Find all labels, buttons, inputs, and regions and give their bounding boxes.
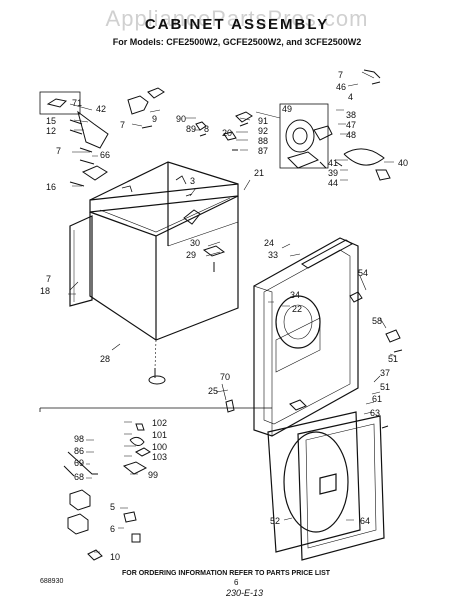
cabinet-box <box>89 161 239 341</box>
page-number: 6 <box>234 578 239 587</box>
label-51b: 51 <box>380 382 390 392</box>
label-10: 10 <box>110 552 120 562</box>
label-8: 8 <box>204 124 209 134</box>
label-33: 33 <box>268 250 278 260</box>
inset-border <box>39 407 272 412</box>
label-64: 64 <box>360 516 370 526</box>
footer-note: FOR ORDERING INFORMATION REFER TO PARTS … <box>122 570 331 577</box>
label-61: 61 <box>372 394 382 404</box>
label-49: 49 <box>282 104 292 114</box>
label-7c: 7 <box>338 70 343 80</box>
label-41: 41 <box>328 158 338 168</box>
hinge-parts <box>289 399 389 429</box>
diagram-title: CABINET ASSEMBLY <box>144 16 330 33</box>
label-46: 46 <box>336 82 346 92</box>
label-39: 39 <box>328 168 338 178</box>
label-52: 52 <box>270 516 280 526</box>
label-42: 42 <box>96 104 106 114</box>
label-87: 87 <box>258 146 268 156</box>
part-70 <box>225 399 235 413</box>
label-71: 71 <box>72 98 82 108</box>
label-89: 89 <box>186 124 196 134</box>
label-9: 9 <box>152 114 157 124</box>
label-15: 15 <box>46 116 56 126</box>
leader-motor <box>255 111 281 119</box>
label-99: 99 <box>148 470 158 480</box>
label-103: 103 <box>152 452 167 462</box>
label-100: 100 <box>152 442 167 452</box>
label-90: 90 <box>176 114 186 124</box>
left-side-panel <box>69 215 93 307</box>
label-3: 3 <box>190 176 195 186</box>
leg-dash <box>154 339 157 369</box>
screws-left <box>69 119 95 187</box>
parts-91-87 <box>223 111 253 151</box>
part-9-block <box>127 95 149 115</box>
label-66: 66 <box>100 150 110 160</box>
label-18: 18 <box>40 286 50 296</box>
label-54: 54 <box>358 268 368 278</box>
label-21: 21 <box>254 168 264 178</box>
label-98: 98 <box>74 434 84 444</box>
electrical-parts <box>63 423 151 561</box>
models-line: For Models: CFE2500W2, GCFE2500W2, and 3… <box>112 37 362 47</box>
footer-code: 688930 <box>40 578 64 585</box>
label-5: 5 <box>110 502 115 512</box>
label-101: 101 <box>152 430 167 440</box>
label-16: 16 <box>46 182 56 192</box>
label-44: 44 <box>328 178 338 188</box>
label-58: 58 <box>372 316 382 326</box>
label-91: 91 <box>258 116 268 126</box>
label-7d: 7 <box>46 274 51 284</box>
label-69: 69 <box>74 458 84 468</box>
label-86: 86 <box>74 446 84 456</box>
label-34: 34 <box>290 290 300 300</box>
leveling-leg <box>148 368 166 385</box>
label-22: 22 <box>292 304 302 314</box>
switch-54 <box>349 291 363 303</box>
part-8-pieces <box>195 121 207 137</box>
motor-assembly <box>285 69 391 181</box>
part-58 <box>385 329 403 353</box>
screw-7b <box>141 125 153 129</box>
part-71-box <box>39 91 81 115</box>
label-92: 92 <box>258 126 268 136</box>
handwritten-note: 230-E-13 <box>226 588 264 598</box>
label-40: 40 <box>398 158 408 168</box>
part-9-clip <box>147 87 165 99</box>
door-assembly <box>267 411 385 561</box>
label-88: 88 <box>258 136 268 146</box>
label-7b: 7 <box>120 120 125 130</box>
label-7a: 7 <box>56 146 61 156</box>
label-48: 48 <box>346 130 356 140</box>
label-12: 12 <box>46 126 56 136</box>
label-38: 38 <box>346 110 356 120</box>
leader-lines <box>68 71 397 553</box>
label-20: 20 <box>222 128 232 138</box>
label-30: 30 <box>190 238 200 248</box>
label-51a: 51 <box>388 354 398 364</box>
center-brackets <box>183 209 226 257</box>
label-37: 37 <box>380 368 390 378</box>
label-29: 29 <box>186 250 196 260</box>
label-24: 24 <box>264 238 274 248</box>
label-25: 25 <box>208 386 218 396</box>
label-4: 4 <box>348 92 353 102</box>
label-6: 6 <box>110 524 115 534</box>
label-102: 102 <box>152 418 167 428</box>
top-strip-33 <box>301 239 353 269</box>
label-63: 63 <box>370 408 380 418</box>
label-47: 47 <box>346 120 356 130</box>
label-28: 28 <box>100 354 110 364</box>
label-70: 70 <box>220 372 230 382</box>
watermark: AppliancePartsPros.com <box>105 6 369 31</box>
part-16-clip <box>81 165 108 181</box>
part-71-clip <box>46 98 68 108</box>
label-68: 68 <box>74 472 84 482</box>
part-15-bracket <box>77 110 109 149</box>
